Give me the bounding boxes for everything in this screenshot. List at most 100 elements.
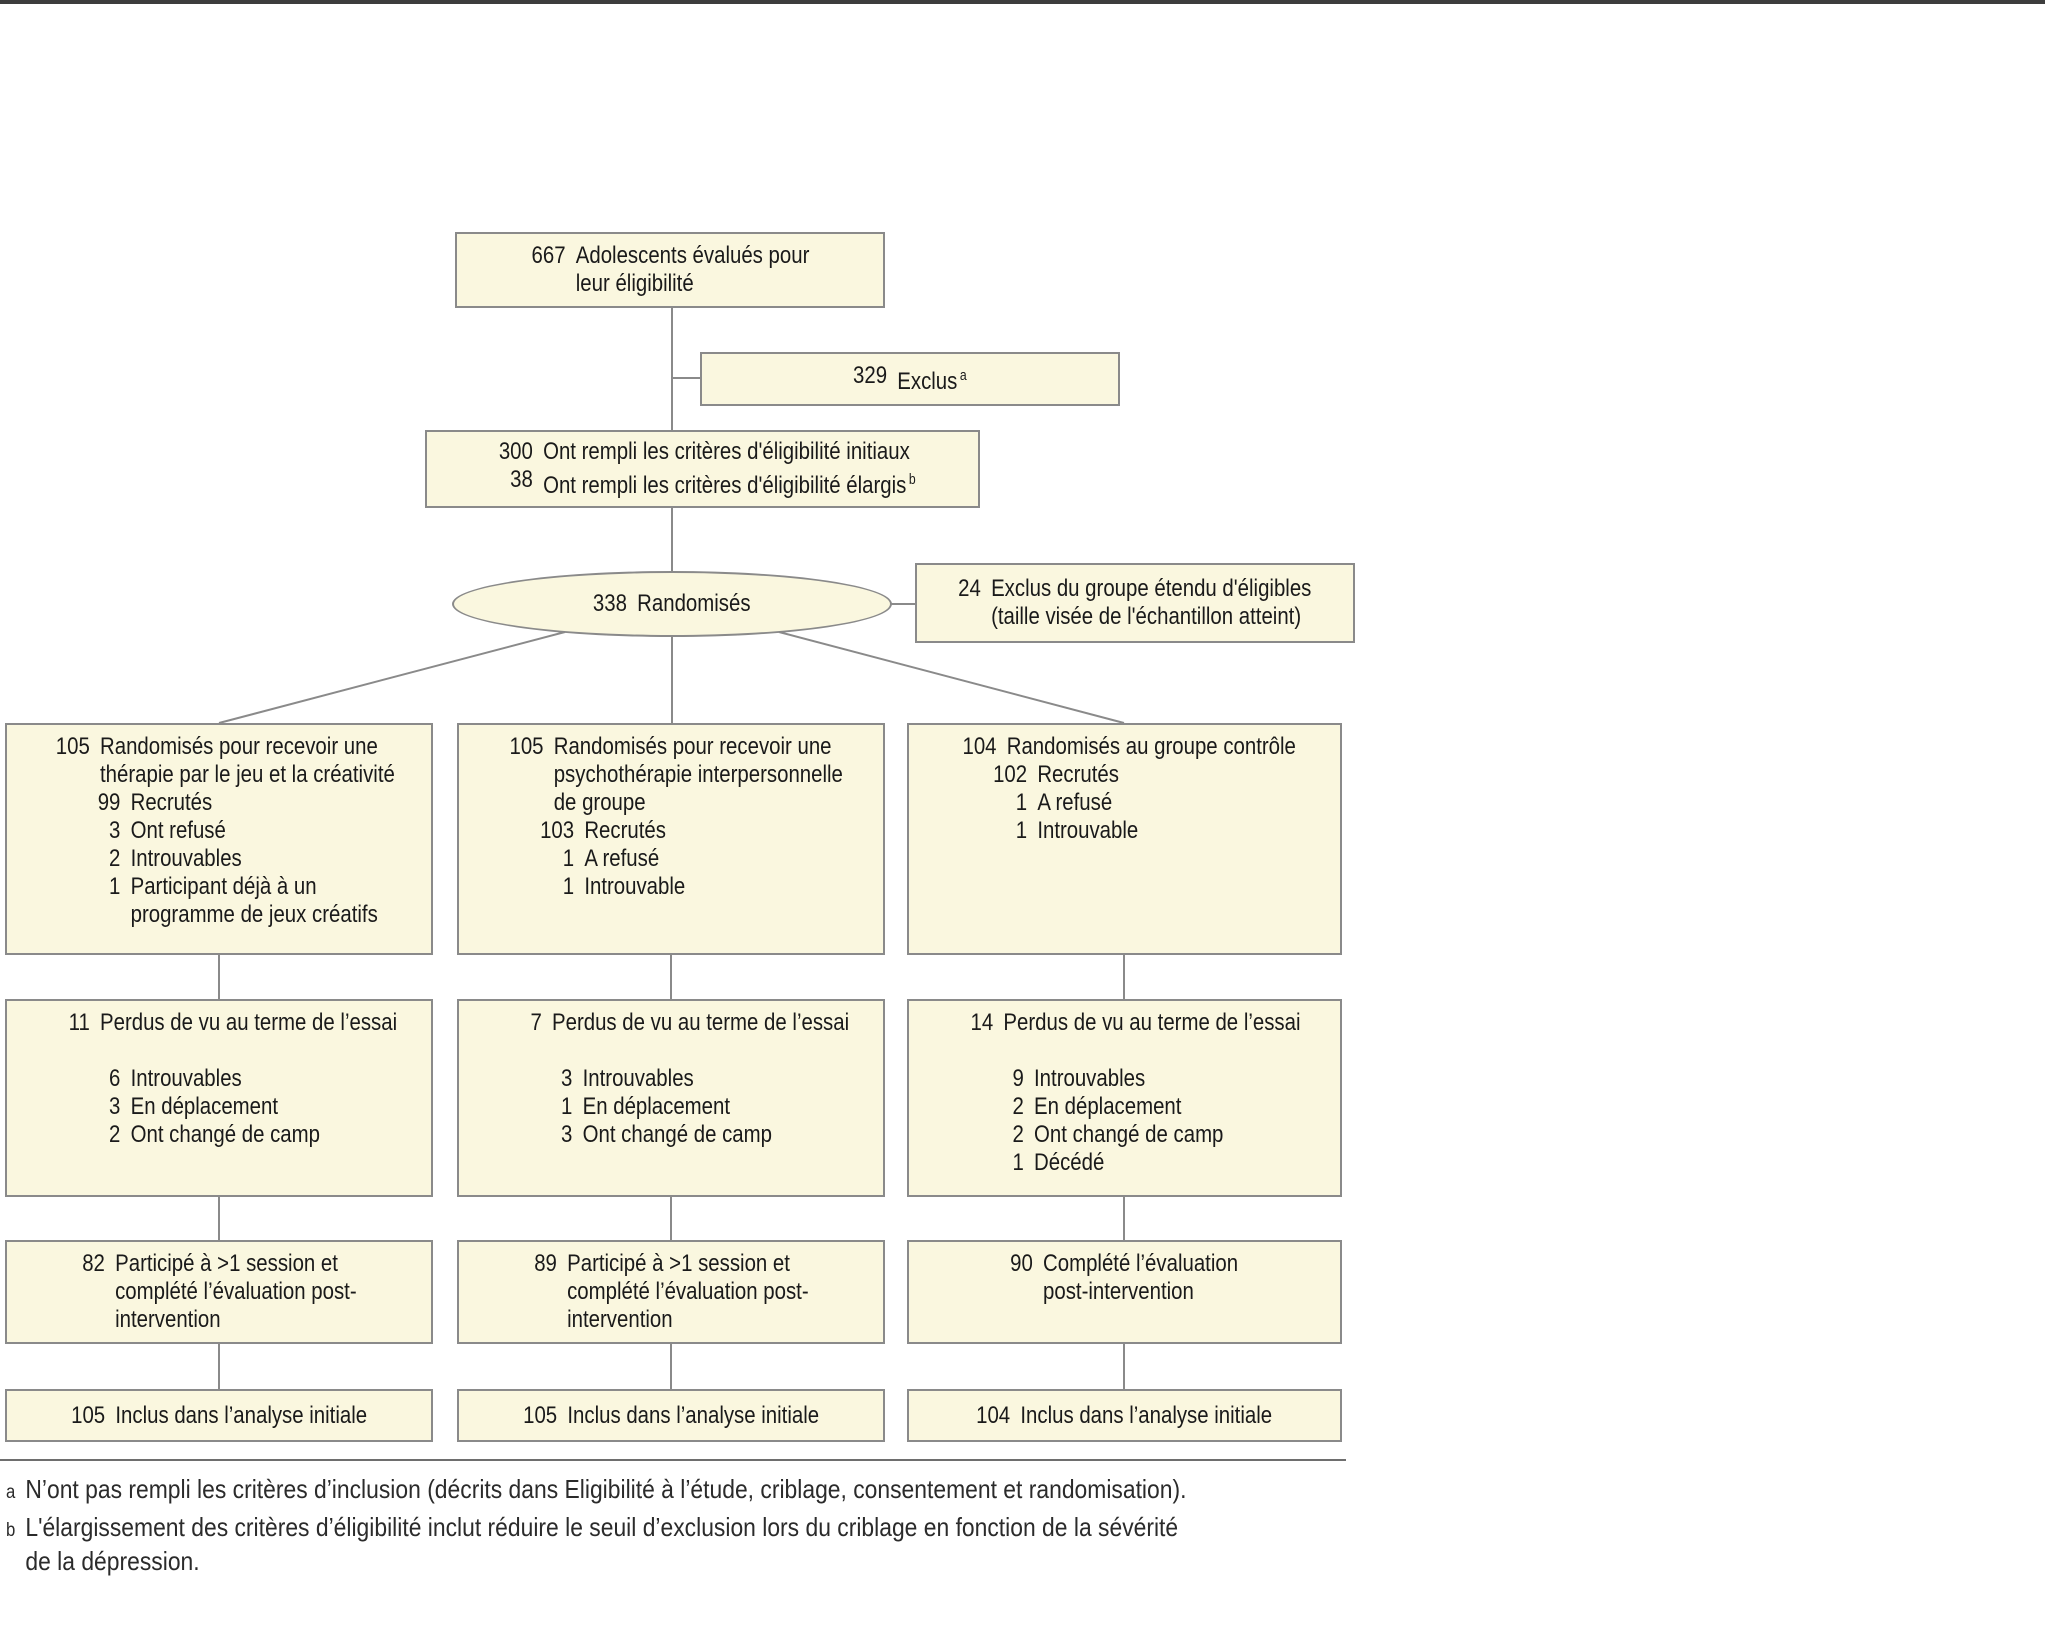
- line-label: Ont changé de camp: [1033, 1121, 1224, 1148]
- line-label: Perdus de vu au terme de l’essai: [99, 1009, 398, 1036]
- box-analyzed-col2-content: 105 Inclus dans l’analyse initiale: [523, 1402, 819, 1430]
- line-label: Inclus dans l’analyse initiale: [115, 1401, 367, 1429]
- box-completed-col2-content: 89 Participé à >1 session et complété l’é…: [534, 1250, 808, 1334]
- line-label: Ont changé de camp: [130, 1121, 320, 1148]
- line-label: En déplacement: [130, 1093, 279, 1120]
- line-count: 1: [109, 873, 121, 900]
- flow-line: 2 Introuvables: [46, 845, 393, 873]
- footnote-text: N’ont pas rempli les critères d’inclusio…: [25, 1474, 1187, 1504]
- line-count: 3: [109, 817, 121, 844]
- box-completed-col3-content: 90 Complété l’évaluation post-interventio…: [1011, 1250, 1239, 1306]
- line-label: En déplacement: [582, 1093, 731, 1120]
- line-count: 1: [562, 845, 575, 872]
- line-count: 102: [993, 761, 1028, 788]
- oval-randomized-content: 338 Randomisés: [593, 590, 751, 618]
- line-label: Inclus dans l’analyse initiale: [567, 1401, 819, 1429]
- line-count: 1: [1016, 789, 1028, 816]
- line-count: 9: [1012, 1065, 1024, 1092]
- line-count: 1: [561, 1093, 573, 1120]
- line-count: 105: [523, 1401, 558, 1429]
- line-count: 14: [970, 1009, 993, 1036]
- box-allocation-col1-content: 105 Randomisés pour recevoir une thérapie…: [46, 733, 395, 929]
- footnote-marker-ref: a: [960, 368, 967, 384]
- line-label: Ont changé de camp: [582, 1121, 772, 1148]
- footnote-a: a N’ont pas rempli les critères d’inclusi…: [6, 1472, 1238, 1510]
- footnote-marker: a: [6, 1482, 16, 1503]
- line-label: Randomisés au groupe contrôle: [1007, 733, 1297, 760]
- line-count: 105: [55, 733, 90, 760]
- connector-arm-right: [778, 631, 1125, 724]
- line-count: 82: [81, 1250, 105, 1277]
- line-label: Participant déjà à un programme de jeux …: [130, 873, 378, 928]
- box-analyzed-col2: 105 Inclus dans l’analyse initiale: [457, 1389, 885, 1442]
- footnote-marker: b: [6, 1520, 16, 1541]
- box-eligible-content: 300 Ont rempli les critères d'éligibilité…: [489, 438, 916, 500]
- line-label: Randomisés: [637, 590, 751, 617]
- box-completed-col3: 90 Complété l’évaluation post-interventio…: [907, 1240, 1342, 1344]
- line-label: A refusé: [1037, 789, 1113, 816]
- line-count: 300: [499, 438, 534, 465]
- line-label: Introuvables: [130, 845, 242, 872]
- line-label: Perdus de vu au terme de l’essai: [552, 1009, 850, 1036]
- line-label: Complété l’évaluation post-intervention: [1043, 1250, 1239, 1305]
- flow-line: 338 Randomisés: [593, 590, 751, 618]
- line-label: Introuvable: [1037, 817, 1139, 844]
- line-label: Recrutés: [130, 789, 213, 816]
- footnote-b: b L'élargissement des critères d’éligibil…: [6, 1510, 1238, 1578]
- line-label: Randomisés pour recevoir une thérapie pa…: [99, 733, 395, 788]
- line-label: Introuvables: [582, 1065, 694, 1092]
- flow-line: 300 Ont rempli les critères d'éligibilité…: [489, 438, 916, 466]
- flow-line: 105 Randomisés pour recevoir une thérapie…: [46, 733, 395, 789]
- line-count: 89: [533, 1250, 557, 1277]
- line-label: Introuvables: [130, 1065, 242, 1092]
- line-count: 329: [853, 362, 888, 389]
- line-count: 90: [1010, 1250, 1034, 1277]
- line-label: Participé à >1 session et complété l’éva…: [566, 1250, 809, 1333]
- box-allocation-col1: 105 Randomisés pour recevoir une thérapie…: [5, 723, 433, 955]
- line-label: Randomisés pour recevoir une psychothéra…: [553, 733, 843, 816]
- line-count: 338: [593, 590, 628, 617]
- line-label: A refusé: [584, 845, 660, 872]
- line-label: Recrutés: [584, 817, 666, 844]
- line-count: 2: [109, 845, 121, 872]
- footnote-text: L'élargissement des critères d’éligibili…: [25, 1512, 1179, 1576]
- line-label: Inclus dans l’analyse initiale: [1020, 1401, 1273, 1429]
- box-eligible: 300 Ont rempli les critères d'éligibilité…: [425, 430, 980, 508]
- line-label: Ont rempli les critères d'éligibilité in…: [543, 438, 911, 465]
